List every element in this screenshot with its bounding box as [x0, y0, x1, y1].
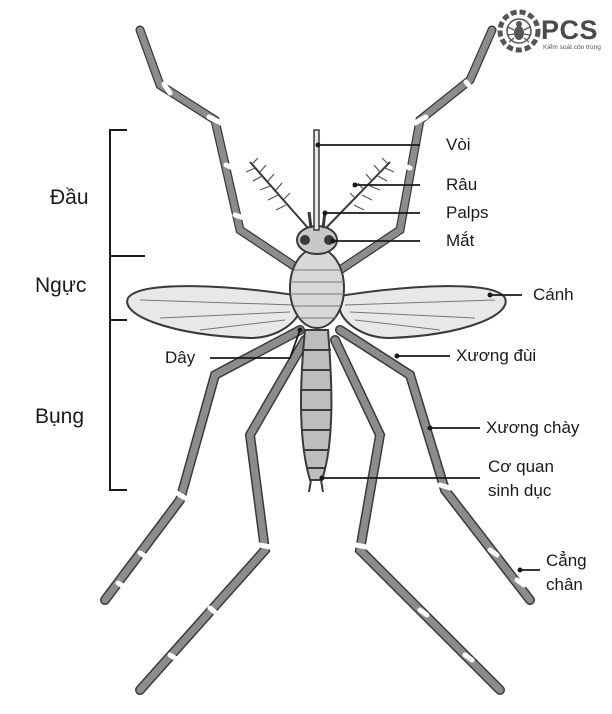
label-femur: Xương đùi: [456, 346, 537, 365]
label-eye: Mắt: [446, 231, 475, 250]
leader-lines: [210, 144, 540, 571]
label-palps: Palps: [446, 203, 489, 222]
front-legs: [135, 25, 497, 275]
label-head: Đầu: [50, 186, 89, 209]
label-proboscis: Vòi: [446, 135, 471, 154]
mosquito-body: [245, 129, 395, 493]
label-tarsus-line2: chân: [546, 575, 583, 594]
section-brackets: [109, 129, 145, 491]
bug-in-gear-icon: [497, 9, 541, 53]
label-antenna: Râu: [446, 175, 478, 194]
wings: [126, 285, 507, 340]
label-abdomen: Bụng: [35, 405, 85, 428]
brand-name: PCS: [541, 15, 599, 45]
label-tarsus-line1: Cẳng: [546, 551, 587, 570]
label-vein: Dây: [165, 348, 196, 367]
rear-legs: [100, 325, 535, 695]
brand-tagline: Kiểm soát côn trùng: [543, 44, 601, 51]
label-thorax: Ngực: [35, 274, 87, 297]
label-tibia: Xương chày: [486, 418, 580, 437]
label-genitalia-line2: sinh dục: [488, 481, 552, 500]
leader-dots: [297, 142, 523, 573]
label-wing: Cánh: [533, 285, 574, 304]
label-genitalia-line1: Cơ quan: [488, 457, 554, 476]
